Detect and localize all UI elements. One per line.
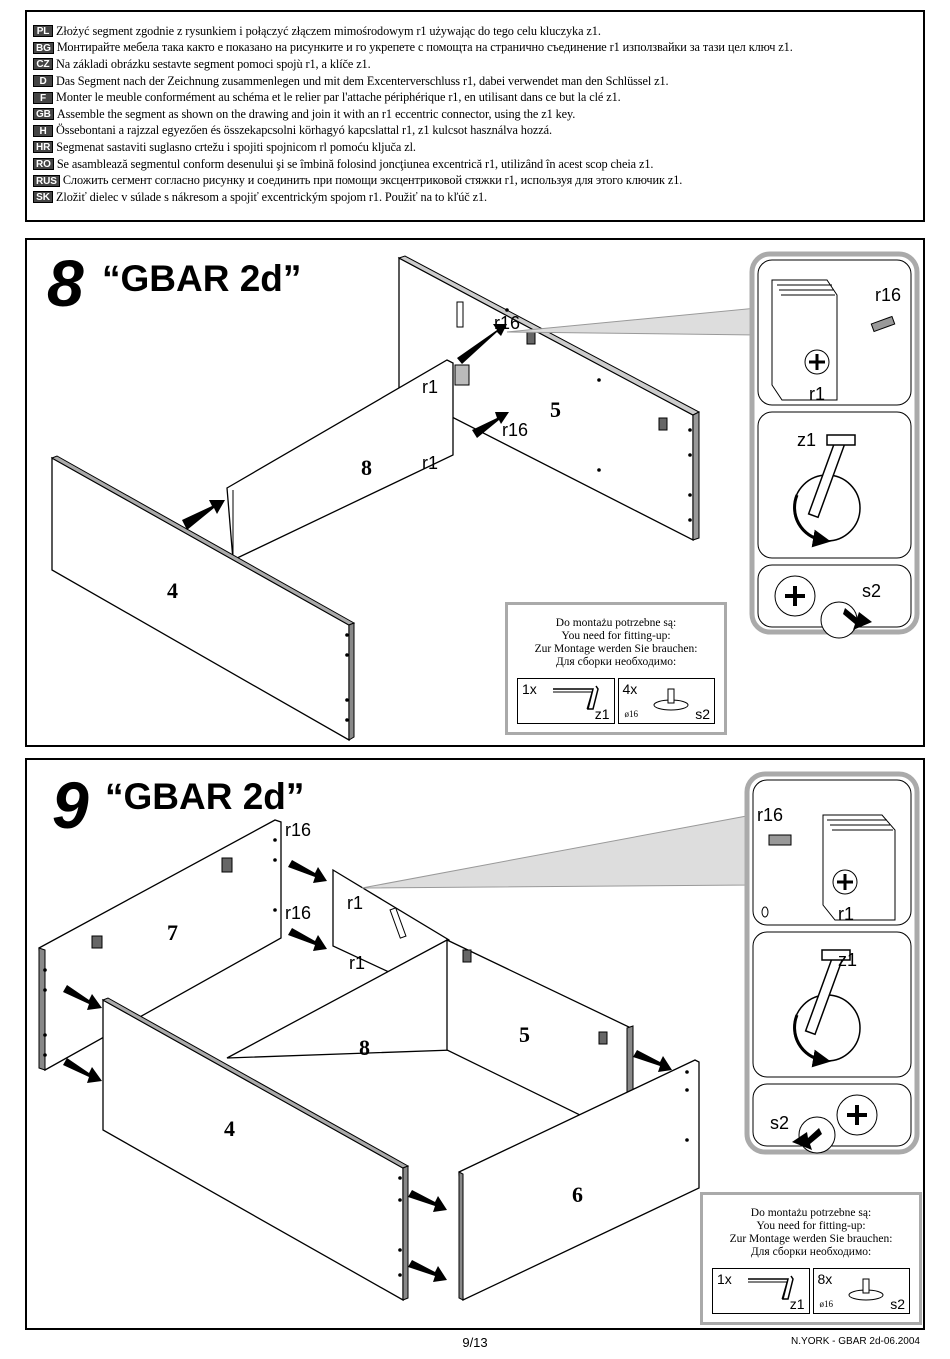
inset-label-z1: z1 <box>838 950 858 970</box>
fitting-qty: 8x <box>817 1271 833 1287</box>
fitting-item-cap: 4x ø16 s2 <box>617 678 715 724</box>
fitting-qty: 1x <box>717 1271 732 1287</box>
callout-r1: r1 <box>422 453 439 473</box>
instruction-text: Сложить сегмент согласно рисунку и соеди… <box>62 173 683 188</box>
lang-badge: HR <box>33 141 54 154</box>
step-8-panel: 8 “GBAR 2d” 4 5 8 r16 r16 r1 r1 r16 r1 z… <box>25 238 925 747</box>
step-title: “GBAR 2d” <box>102 258 302 299</box>
panel-label-6: 6 <box>572 1182 583 1207</box>
inset-label-r16: r16 <box>757 805 784 825</box>
fitting-line: Do montażu potrzebne są: <box>750 1207 872 1219</box>
fitting-code: z1 <box>594 706 610 722</box>
panel-label-8: 8 <box>361 455 372 480</box>
inset-label-r1: r1 <box>838 904 855 924</box>
fitting-item-key: 1x z1 <box>517 678 615 724</box>
callout-r16: r16 <box>285 820 312 840</box>
lang-badge: SK <box>33 191 53 204</box>
fitting-code: s2 <box>890 1296 905 1312</box>
step-9-panel: 9 “GBAR 2d” 7 8 5 4 6 r16 r16 r1 r1 r16 … <box>25 758 925 1330</box>
instruction-text: Se asamblează segmentul conform desenulu… <box>56 156 654 171</box>
inset-label-s2: s2 <box>770 1113 790 1133</box>
callout-r16: r16 <box>285 903 312 923</box>
lang-badge: RUS <box>33 174 60 187</box>
panel-8-shape <box>226 359 454 561</box>
fitting-line: Zur Montage werden Sie brauchen: <box>729 1233 893 1245</box>
document-reference: N.YORK - GBAR 2d-06.2004 <box>791 1336 920 1347</box>
instruction-text: Monter le meuble conformément au schéma … <box>56 90 621 105</box>
panel-label-4: 4 <box>224 1116 235 1141</box>
lang-badge: CZ <box>33 58 53 71</box>
inset-label-r16: r16 <box>875 285 902 305</box>
callout-r1: r1 <box>422 377 439 397</box>
callout-r1: r1 <box>347 893 364 913</box>
fitting-item-cap: 8x ø16 s2 <box>812 1268 910 1314</box>
fitting-qty: 1x <box>522 681 537 697</box>
lang-badge: RO <box>33 158 54 171</box>
lang-badge: F <box>33 91 53 104</box>
step-number: 8 <box>47 246 84 320</box>
key-icon <box>553 685 599 710</box>
lang-badge: PL <box>33 25 53 38</box>
panel-label-5: 5 <box>550 397 561 422</box>
inset-label-r1: r1 <box>809 384 826 404</box>
instruction-text: Zložiť dielec v súlade s nákresom a spoj… <box>56 189 487 204</box>
panel-label-8: 8 <box>359 1035 370 1060</box>
fitting-code: s2 <box>695 706 710 722</box>
fitting-code: z1 <box>789 1296 805 1312</box>
fitting-line: Zur Montage werden Sie brauchen: <box>534 643 698 655</box>
step-9-drawing <box>38 771 920 1302</box>
fitting-box: Do montażu potrzebne są: You need for fi… <box>700 1192 922 1325</box>
fitting-line: Для сборки необходимо: <box>750 1246 872 1258</box>
instruction-text: Segmenat sastaviti suglasno crtežu i spo… <box>56 139 416 154</box>
inset-label-s2: s2 <box>862 581 882 601</box>
step-title: “GBAR 2d” <box>105 776 305 817</box>
callout-r1: r1 <box>349 953 366 973</box>
instruction-text: Złożyć segment zgodnie z rysunkiem i poł… <box>56 23 601 38</box>
lang-badge: BG <box>33 41 54 54</box>
inset-label-z1: z1 <box>797 430 817 450</box>
fitting-box: Do montażu potrzebne są: You need for fi… <box>505 602 727 735</box>
lang-badge: GB <box>33 108 54 121</box>
callout-r16: r16 <box>502 420 529 440</box>
fitting-line: You need for fitting-up: <box>756 1220 866 1232</box>
step-number: 9 <box>52 768 89 842</box>
fitting-diameter: ø16 <box>819 1299 834 1309</box>
lang-badge: H <box>33 124 53 137</box>
cap-icon <box>848 1278 883 1301</box>
fitting-line: Для сборки необходимо: <box>555 656 677 668</box>
instruction-text: Монтирайте мебела така както е показано … <box>56 40 793 55</box>
panel-label-4: 4 <box>167 578 178 603</box>
key-icon <box>748 1275 794 1300</box>
instruction-text: Na základi obrázku sestavte segment pomo… <box>56 56 371 71</box>
fitting-diameter: ø16 <box>624 709 639 719</box>
fitting-qty: 4x <box>622 681 638 697</box>
fitting-item-key: 1x z1 <box>712 1268 810 1314</box>
callout-r16: r16 <box>494 313 521 333</box>
lang-badge: D <box>33 75 53 88</box>
panel-label-5: 5 <box>519 1022 530 1047</box>
step-8-drawing <box>50 251 920 742</box>
fitting-line: You need for fitting-up: <box>561 630 671 642</box>
fitting-line: Do montażu potrzebne są: <box>555 617 677 629</box>
page-number: 9/13 <box>462 1335 488 1350</box>
panel-label-7: 7 <box>167 920 178 945</box>
instruction-text: Das Segment nach der Zeichnung zusammenl… <box>56 73 669 88</box>
instruction-text: Assemble the segment as shown on the dra… <box>56 106 576 121</box>
instruction-text: Össebontani a rajzzal egyezően és összek… <box>56 123 552 138</box>
cap-icon <box>653 688 688 711</box>
